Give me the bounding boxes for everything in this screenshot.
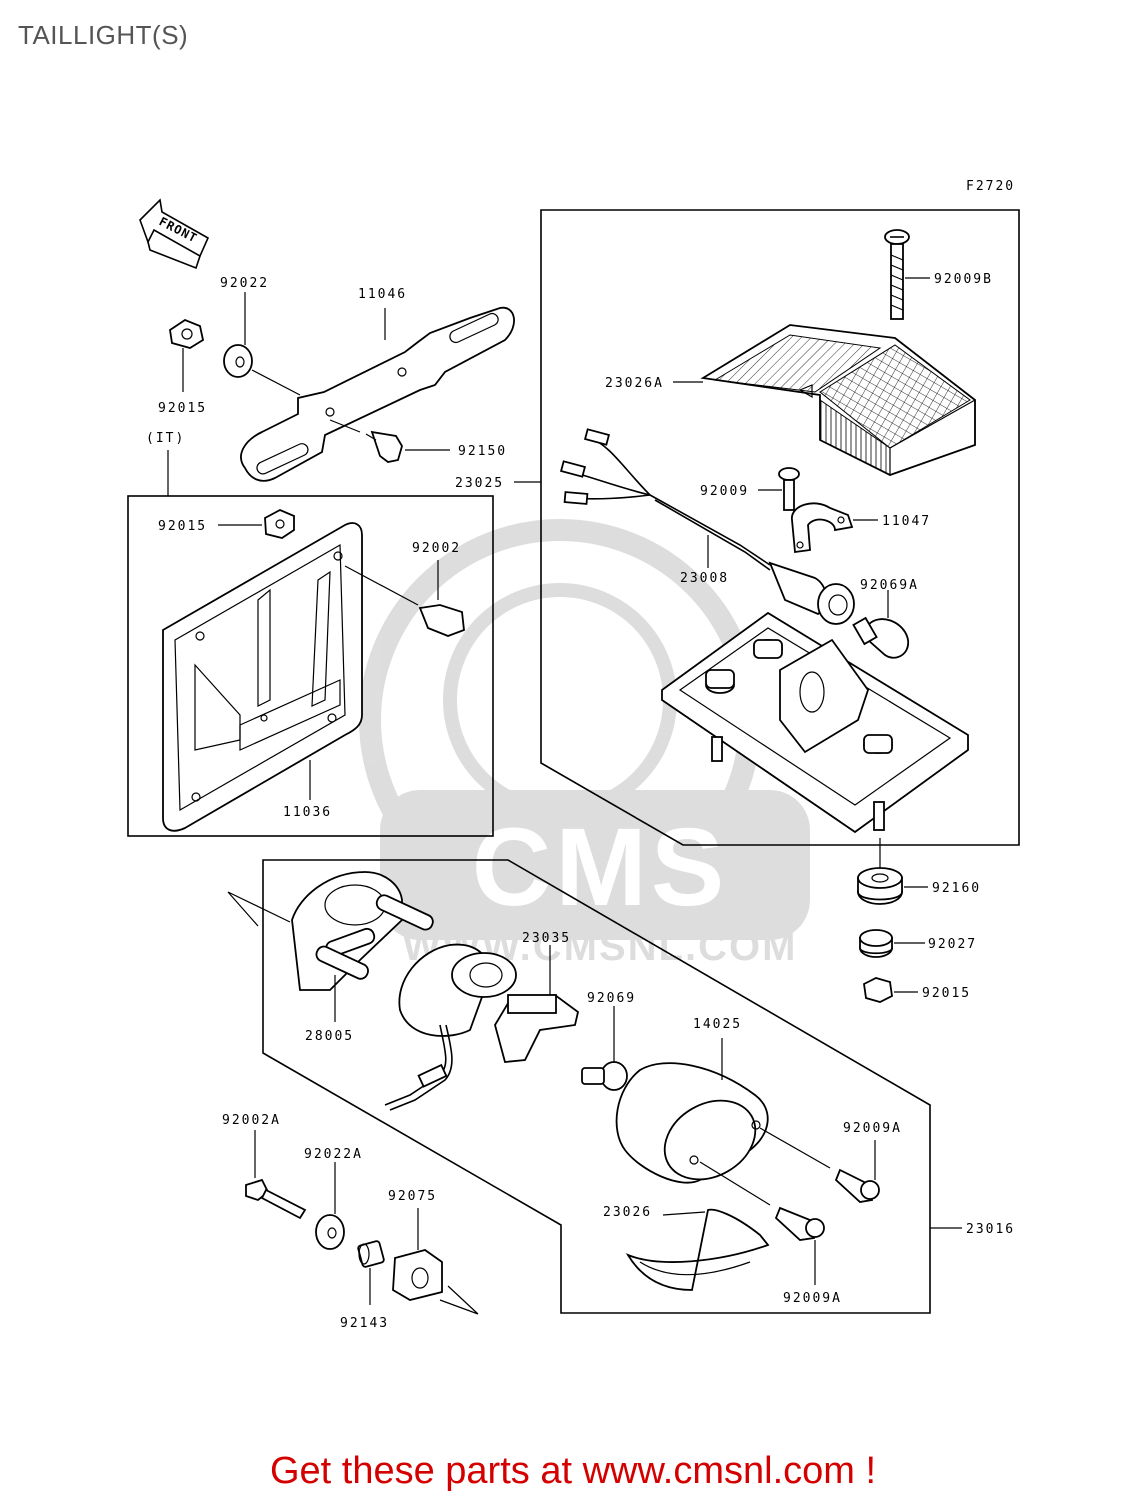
- front-arrow-icon: FRONT: [139, 198, 210, 270]
- wiring-harness-23008: 23008: [559, 428, 771, 586]
- label-92022A: 92022A: [304, 1147, 363, 1162]
- socket-assembly: [384, 943, 517, 1111]
- label-92002: 92002: [412, 541, 461, 556]
- label-92022: 92022: [220, 276, 269, 291]
- bulb-92069: 92069: [581, 991, 636, 1091]
- label-92009: 92009: [700, 484, 749, 499]
- label-23026A: 23026A: [605, 376, 664, 391]
- collar-92027: 92027: [859, 929, 977, 958]
- label-23035: 23035: [522, 931, 571, 946]
- region-label: (IT): [146, 431, 185, 446]
- screw-92009A-bottom: 92009A: [699, 1161, 842, 1306]
- label-92150: 92150: [458, 444, 507, 459]
- label-23008: 23008: [680, 571, 729, 586]
- clamp-11047: 11047: [791, 502, 931, 554]
- nut-92015-it: 92015: [158, 509, 295, 539]
- light-housing: [661, 611, 969, 834]
- label-92009A-top: 92009A: [843, 1121, 902, 1136]
- page-title: TAILLIGHT(S): [18, 20, 189, 50]
- label-11036: 11036: [283, 805, 332, 820]
- bulb-92069A: 92069A: [852, 578, 919, 659]
- reflector-23026: 23026: [603, 1205, 770, 1291]
- front-label: FRONT: [157, 214, 200, 245]
- label-23026: 23026: [603, 1205, 652, 1220]
- bracket-11046: 11046: [240, 287, 515, 482]
- lens-14025: 14025: [615, 1017, 769, 1184]
- exploded-parts-diagram: CMS WWW.CMSNL.COM FRONT F2720 11046 9201…: [127, 179, 1020, 1331]
- rear-light-box: [262, 859, 931, 1314]
- figure-code: F2720: [966, 179, 1015, 194]
- bolt-92150: 92150: [329, 419, 507, 463]
- label-92143: 92143: [340, 1316, 389, 1331]
- lens-23026A: 23026A: [605, 324, 976, 476]
- call-to-action-link[interactable]: Get these parts at www.cmsnl.com !: [269, 1450, 877, 1492]
- clip-23035: 23035: [494, 931, 580, 1063]
- label-92015-top: 92015: [158, 401, 207, 416]
- label-23016: 23016: [966, 1222, 1015, 1237]
- label-23025: 23025: [455, 476, 504, 491]
- label-11047: 11047: [882, 514, 931, 529]
- collar-92143: 92143: [340, 1240, 389, 1331]
- label-14025: 14025: [693, 1017, 742, 1032]
- washer-92022: 92022: [220, 276, 301, 396]
- screw-92009B: 92009B: [884, 229, 993, 320]
- label-11046: 11046: [358, 287, 407, 302]
- label-28005: 28005: [305, 1029, 354, 1044]
- screw-92009: 92009: [700, 467, 800, 511]
- grommet-92160: 92160: [857, 838, 981, 905]
- nut-92015-top: 92015: [158, 318, 207, 416]
- screw-92009A-top: 92009A: [759, 1121, 902, 1203]
- nut-92015-right: 92015: [863, 977, 971, 1003]
- bolt-92002: 92002: [344, 541, 465, 637]
- label-92160: 92160: [932, 881, 981, 896]
- label-92009A-bottom: 92009A: [783, 1291, 842, 1306]
- bolt-92002A: 92002A: [222, 1113, 307, 1220]
- label-92069A: 92069A: [860, 578, 919, 593]
- label-92075: 92075: [388, 1189, 437, 1204]
- label-92069: 92069: [587, 991, 636, 1006]
- grommet-92075: 92075: [388, 1189, 443, 1301]
- license-plate-box: [127, 495, 494, 837]
- light-assembly-box: [540, 209, 1020, 846]
- label-92027: 92027: [928, 937, 977, 952]
- label-92015-right: 92015: [922, 986, 971, 1001]
- plate-11036: 11036: [162, 522, 363, 832]
- label-92009B: 92009B: [934, 272, 993, 287]
- label-92015-it: 92015: [158, 519, 207, 534]
- socket-92069A: [768, 561, 855, 625]
- bracket-28005: 28005: [291, 871, 434, 1044]
- label-92002A: 92002A: [222, 1113, 281, 1128]
- washer-92022A: 92022A: [304, 1147, 363, 1250]
- watermark-brand: CMS: [472, 806, 728, 929]
